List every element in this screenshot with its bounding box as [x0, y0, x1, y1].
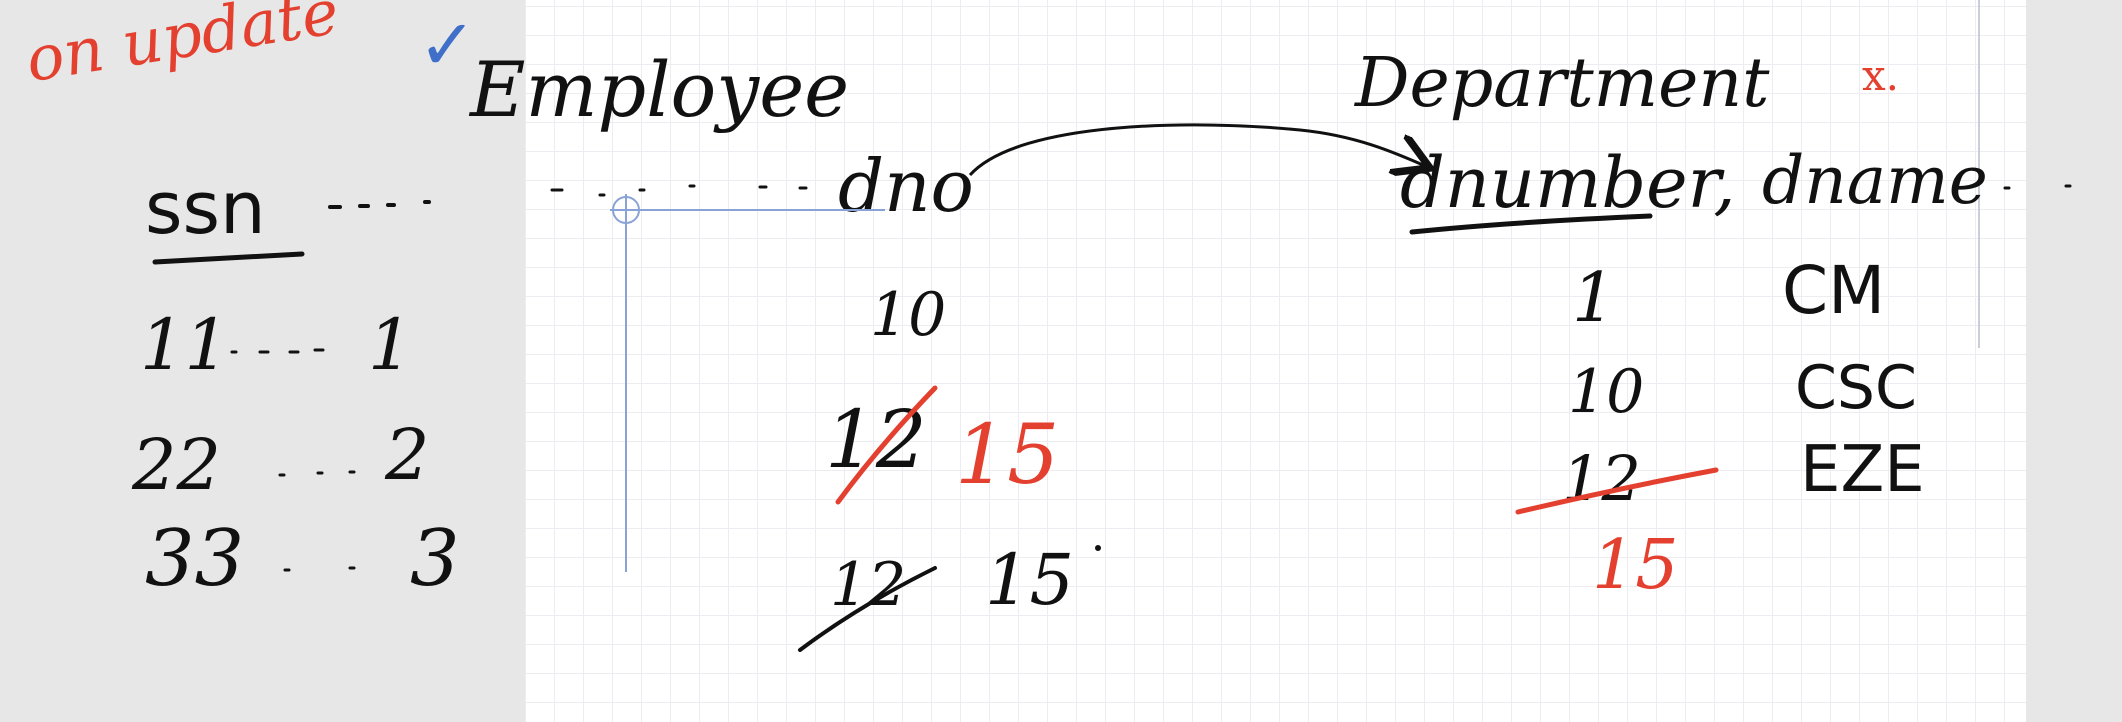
checkmark-icon: ✓ [418, 4, 477, 86]
note-page[interactable] [525, 0, 2026, 722]
ssn-dno-1: 1 [368, 304, 413, 386]
right-margin-area [2026, 0, 2122, 722]
dnumber-value-2: 10 [1568, 357, 1645, 427]
dnumber-header: dnumber, [1400, 142, 1736, 224]
dnumber-old-value-3: 12 [1562, 442, 1641, 515]
ssn-value-2: 22 [132, 424, 222, 506]
dno-header: dno [838, 144, 974, 228]
ssn-value-3: 33 [145, 514, 245, 604]
ssn-dno-2: 2 [385, 414, 430, 496]
dname-value-2: CSC [1795, 353, 1917, 423]
department-title: Department [1355, 44, 1770, 123]
ssn-label: ssn [145, 166, 266, 250]
page-edge-line [1978, 0, 1980, 348]
dname-header: dname [1762, 142, 1988, 219]
dno-new-value-3: 15 [985, 539, 1075, 621]
dno-value-1: 10 [870, 280, 947, 350]
dno-old-value-2: 12 [825, 393, 927, 486]
dno-old-value-3: 12 [830, 550, 907, 620]
cross-mark: x. [1862, 51, 1900, 100]
dnumber-value-1: 1 [1572, 259, 1616, 338]
ssn-value-1: 11 [140, 304, 230, 386]
dname-value-3: EZE [1800, 433, 1925, 507]
ssn-dno-3: 3 [410, 514, 460, 604]
dno-new-value-2: 15 [955, 408, 1060, 503]
dnumber-new-value-3: 15 [1592, 526, 1679, 605]
left-margin-area [0, 0, 525, 722]
employee-title: Employee [470, 45, 850, 134]
dname-value-1: CM [1782, 252, 1886, 329]
